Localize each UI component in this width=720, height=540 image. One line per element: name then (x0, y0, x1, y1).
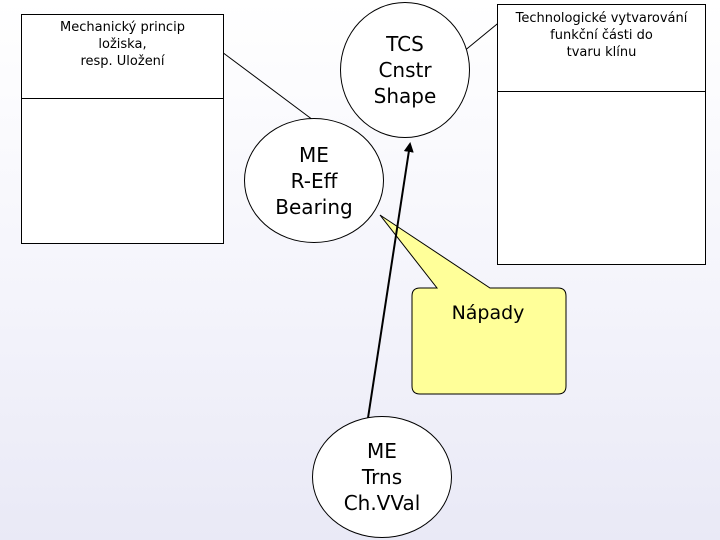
arrow-trns-to-tcs (367, 142, 414, 419)
left-box-line-2: ložiska, (98, 37, 147, 52)
callout-label: Nápady (451, 302, 525, 324)
left-box-line-3: resp. Uložení (80, 54, 165, 69)
me-reff-line-1: ME (299, 142, 329, 167)
me-reff-line-2: R-Eff (290, 168, 338, 193)
ellipse-me-trns-chvval: ME Trns Ch.VVal (312, 416, 452, 538)
ellipse-me-reff-bearing: ME R-Eff Bearing (244, 118, 384, 243)
tcs-line-3: Shape (373, 84, 437, 108)
tcs-line-2: Cnstr (378, 58, 432, 82)
left-box-header: Mechanický princip ložiska, resp. Uložen… (22, 15, 223, 99)
me-reff-line-3: Bearing (275, 194, 353, 219)
callout-bubble (379, 214, 567, 395)
right-box-line-3: tvaru klínu (566, 45, 637, 60)
right-box-header: Technologické vytvarování funkční části … (498, 5, 705, 92)
right-box-line-2: funkční části do (550, 28, 653, 43)
me-trns-line-2: Trns (361, 465, 403, 489)
connector-left-box-to-me-reff (221, 51, 314, 121)
right-box-line-1: Technologické vytvarování (515, 11, 688, 26)
left-box: Mechanický princip ložiska, resp. Uložen… (21, 14, 224, 244)
connector-right-box-to-tcs (462, 19, 503, 53)
me-trns-line-1: ME (367, 439, 397, 463)
tcs-line-1: TCS (386, 32, 424, 56)
left-box-line-1: Mechanický princip (60, 20, 185, 35)
ellipse-tcs-cnstr-shape: TCS Cnstr Shape (340, 2, 470, 138)
me-trns-line-3: Ch.VVal (343, 491, 421, 515)
right-box: Technologické vytvarování funkční části … (497, 4, 706, 265)
